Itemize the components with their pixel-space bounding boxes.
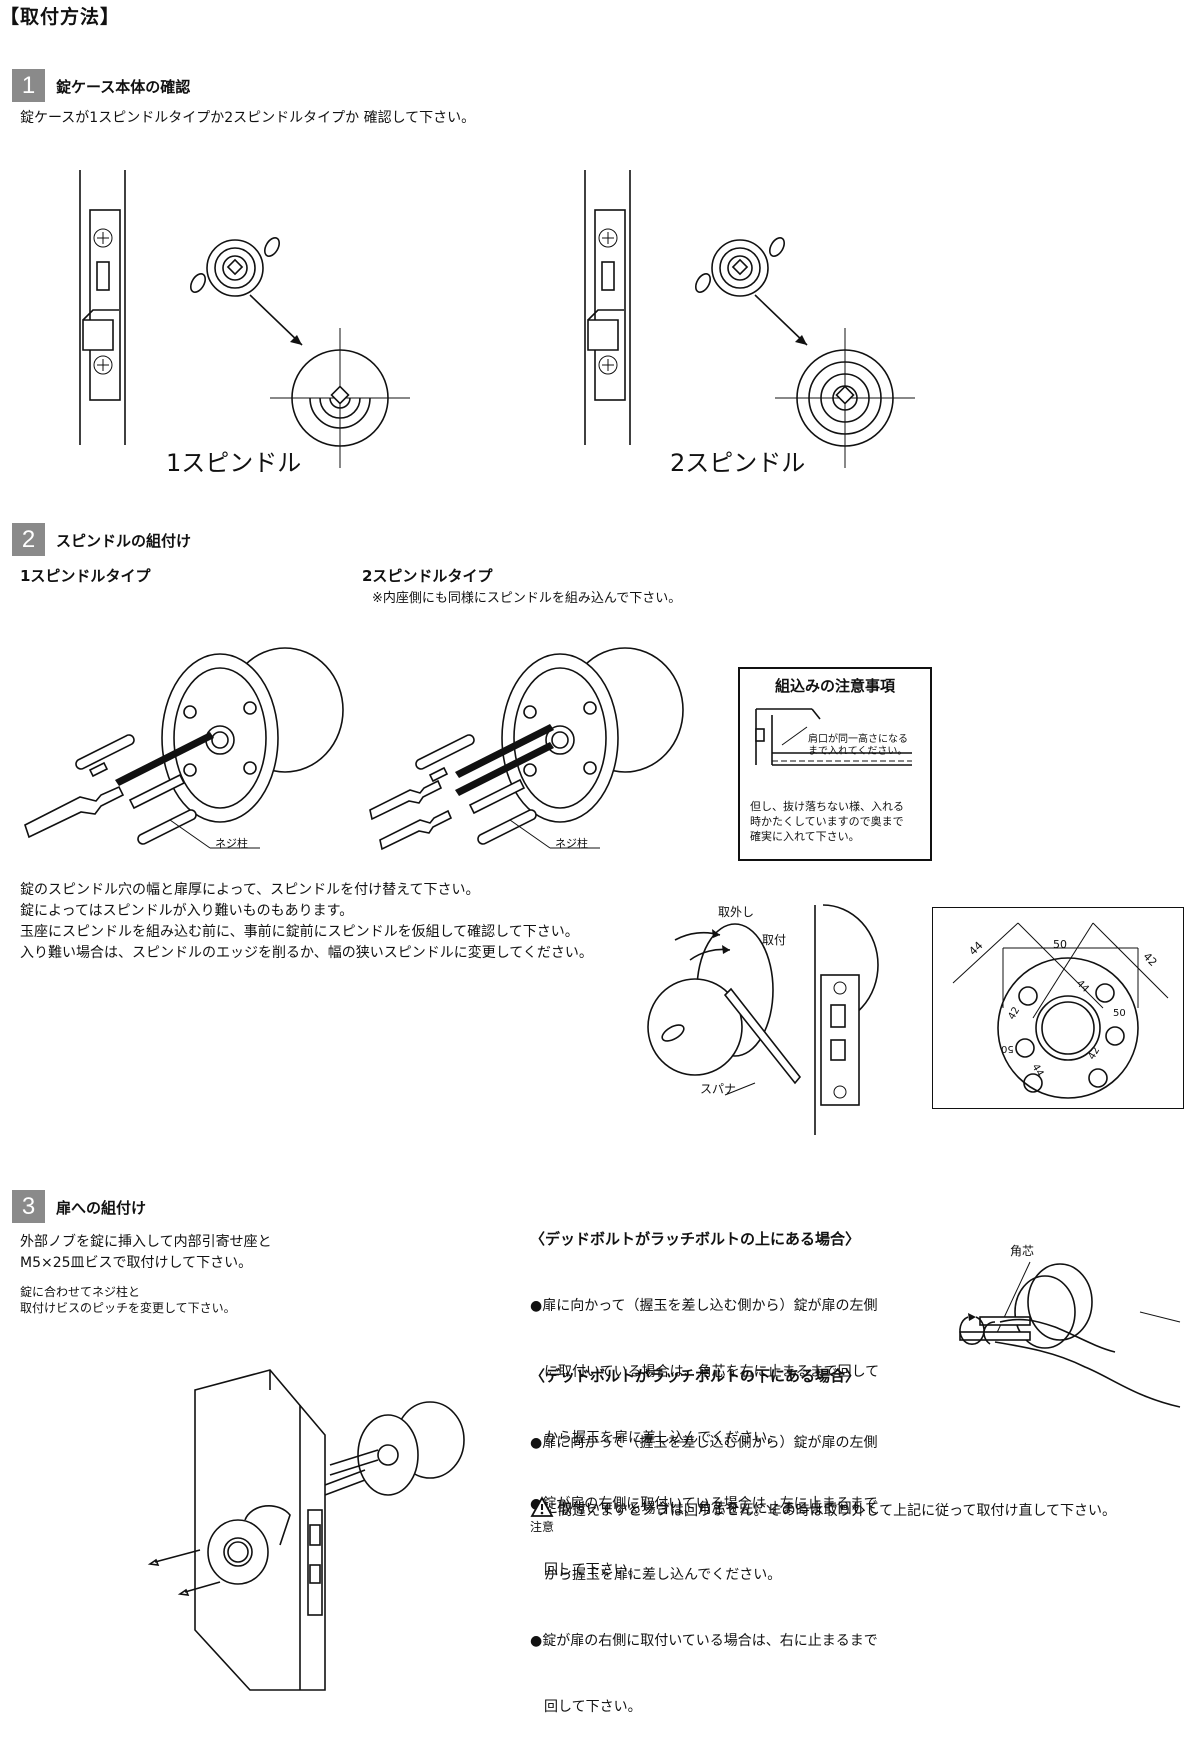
step2-body-line-3: 玉座にスピンドルを組み込む前に、事前に錠前にスピンドルを仮組して確認して下さい。: [20, 924, 579, 940]
square-core-rotation-diagram: [959, 1261, 1181, 1408]
case-below-line-5: 回して下さい。: [530, 1699, 642, 1715]
knob-tightening-diagram: [647, 904, 879, 1135]
spindle-depth-diagram: [755, 708, 912, 766]
case-above-body: ●扉に向かって（握玉を差し込む側から）錠が扉の左側 に取付いている場合は、角芯を…: [530, 1251, 879, 1603]
type2-note: ※内座側にも同様にスピンドルを組み込んで下さい。: [372, 591, 682, 606]
case-below-line-3: から握玉を扉に差し込んでください。: [530, 1567, 782, 1583]
knob-spindle-type1-diagram: [24, 647, 344, 849]
case-above-title: 〈デッドボルトがラッチボルトの上にある場合〉: [530, 1230, 861, 1248]
case-below-line-2: に取付いている場合は、角芯を左に止まるまで回して: [530, 1501, 880, 1517]
square-core-label: 角芯: [1010, 1244, 1035, 1258]
remove-label: 取外し: [718, 905, 755, 919]
warning-label: 注意: [530, 1520, 555, 1534]
caution-callout-line-2: まで入れてください。: [808, 746, 908, 757]
step3-number: 3: [12, 1190, 45, 1223]
step3-title: 扉への組付け: [56, 1199, 147, 1217]
warning-icon: [530, 1496, 554, 1517]
case-above-line-5: 回して下さい。: [530, 1562, 642, 1578]
assembly-caution-box: 組込みの注意事項 肩口が同一高さになる まで入れてください。 但し、抜け落ちない…: [738, 667, 932, 861]
step3-pitch-line-1: 錠に合わせてネジ柱と: [20, 1285, 141, 1299]
attach-label: 取付: [762, 933, 787, 947]
step1-title: 錠ケース本体の確認: [56, 78, 191, 96]
door-assembly-diagram: [147, 1369, 465, 1691]
pitch-dimension-box: 44 50 42 44 42 50 50 42 44 42: [932, 907, 1184, 1109]
step2-body-line-4: 入り難い場合は、スピンドルのエッジを削るか、幅の狭いスピンドルに変更してください…: [20, 945, 593, 961]
step2-title: スピンドルの組付け: [56, 532, 192, 550]
case-below-title: 〈デッドボルトがラッチボルトの下にある場合〉: [530, 1367, 861, 1385]
page-title: 【取付方法】: [0, 6, 121, 28]
two-spindle-diagram: [584, 170, 915, 468]
type1-title: 1スピンドルタイプ: [20, 567, 151, 585]
step1-number: 1: [12, 69, 45, 102]
pitch-dim-6: 50: [1113, 1008, 1126, 1019]
warning-text: 間違えますとノブは回りません。その時は取り外して上記に従って取付け直して下さい。: [558, 1503, 1117, 1519]
knob-spindle-type2-diagram: [369, 647, 684, 851]
step3-pitch-note: 錠に合わせてネジ柱と 取付けビスのピッチを変更して下さい。: [20, 1284, 236, 1316]
step1-description: 錠ケースが1スピンドルタイプか2スピンドルタイプか 確認して下さい。: [20, 110, 476, 126]
caution-note-line-3: 確実に入れて下さい。: [750, 830, 860, 843]
step3-intro-line-2: M5×25皿ビスで取付けして下さい。: [20, 1255, 253, 1271]
case-below-line-4: ●錠が扉の右側に取付いている場合は、右に止まるまで: [530, 1633, 878, 1649]
step2-number: 2: [12, 523, 45, 556]
label-1-spindle: 1スピンドル: [166, 449, 302, 477]
type2-title: 2スピンドルタイプ: [362, 567, 493, 585]
one-spindle-diagram: [79, 170, 410, 468]
caution-note-line-2: 時かたくしていますので奥まで: [750, 815, 904, 828]
caution-callout-line-1: 肩口が同一高さになる: [808, 734, 908, 745]
pitch-dim-2: 50: [1053, 938, 1067, 951]
label-2-spindle: 2スピンドル: [670, 449, 806, 477]
step3-intro: 外部ノブを錠に挿入して内部引寄せ座と M5×25皿ビスで取付けして下さい。: [20, 1232, 272, 1274]
case-above-line-3: から握玉を扉に差し込んでください。: [530, 1430, 782, 1446]
pitch-dim-7: 50: [1001, 1043, 1014, 1054]
step2-body: 錠のスピンドル穴の幅と扉厚によって、スピンドルを付け替えて下さい。 錠によっては…: [20, 880, 593, 964]
caution-note-line-1: 但し、抜け落ちない様、入れる: [750, 800, 904, 813]
step3-intro-line-1: 外部ノブを錠に挿入して内部引寄せ座と: [20, 1234, 272, 1250]
case-above-line-4: ●錠が扉の右側に取付いている場合は、左に止まるまで: [530, 1496, 878, 1512]
case-above-line-1: ●扉に向かって（握玉を差し込む側から）錠が扉の左側: [530, 1298, 878, 1314]
case-below-line-1: ●扉に向かって（握玉を差し込む側から）錠が扉の左側: [530, 1435, 878, 1451]
screw-post-label-1: ネジ柱: [215, 837, 248, 850]
wrench-label: スパナ: [700, 1082, 737, 1096]
step2-body-line-1: 錠のスピンドル穴の幅と扉厚によって、スピンドルを付け替えて下さい。: [20, 882, 480, 898]
pitch-dimension-diagram: [952, 922, 1169, 1099]
screw-post-label-2: ネジ柱: [555, 837, 588, 850]
caution-box-title: 組込みの注意事項: [774, 677, 895, 695]
step3-pitch-line-2: 取付けビスのピッチを変更して下さい。: [20, 1301, 236, 1315]
case-below-body: ●扉に向かって（握玉を差し込む側から）錠が扉の左側 に取付いている場合は、角芯を…: [530, 1388, 879, 1740]
step2-body-line-2: 錠によってはスピンドルが入り難いものもあります。: [20, 903, 354, 919]
case-above-line-2: に取付いている場合は、角芯を右に止まるまで回して: [530, 1364, 880, 1380]
